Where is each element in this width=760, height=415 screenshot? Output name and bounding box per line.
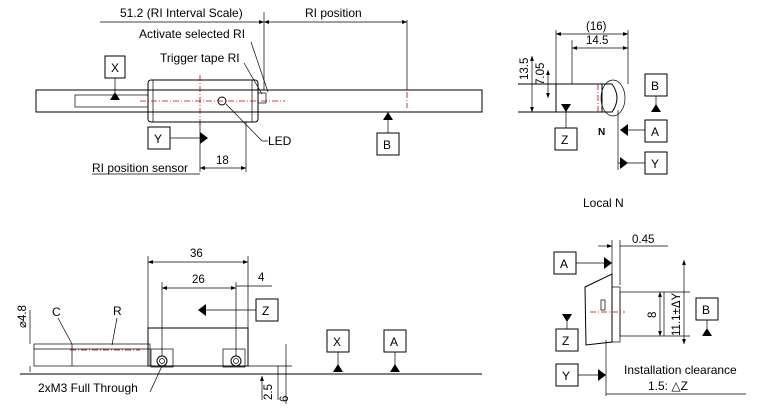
datum-b-side: B — [651, 79, 659, 93]
datum-x-front: X — [333, 335, 341, 349]
datum-b-top: B — [383, 138, 391, 152]
n-label: N — [598, 127, 605, 138]
dim-18: 18 — [216, 155, 229, 167]
datum-z-detail: Z — [562, 334, 569, 348]
datum-b-detail: B — [702, 303, 710, 317]
detail-profile — [584, 273, 613, 346]
dim-8: 8 — [647, 312, 659, 318]
scale-label: 51.2 (RI Interval Scale) — [120, 6, 243, 20]
dim-36: 36 — [190, 248, 203, 260]
datum-x-top: X — [111, 61, 119, 75]
datum-a-side: A — [651, 125, 659, 139]
trigger-label: Trigger tape RI — [160, 51, 240, 65]
datum-y-detail: Y — [562, 369, 570, 383]
activate-label: Activate selected RI — [139, 27, 245, 41]
side-body — [555, 83, 603, 113]
scale-tape — [35, 89, 483, 113]
cable — [74, 94, 149, 108]
top-view: 51.2 (RI Interval Scale) RI position Act… — [35, 6, 483, 175]
side-view: (16) 14.5 13.5 7.05 B A Z Y N Local N — [518, 21, 668, 210]
dia-4-8: ⌀4.8 — [17, 305, 29, 328]
dim-11-1: 11.1±ΔY — [671, 292, 683, 336]
clearance-value: 1.5: △Z — [648, 379, 688, 393]
c-label: C — [52, 305, 61, 319]
dim-6: 6 — [279, 396, 291, 402]
ri-position-label: RI position — [305, 6, 362, 20]
dim-4: 4 — [258, 272, 265, 284]
dim-0-45: 0.45 — [632, 234, 654, 246]
dim-14-5: 14.5 — [586, 35, 608, 47]
detail-view: 0.45 8 11.1±ΔY A B Z Y Installation clea… — [553, 234, 746, 396]
screw-label: 2xM3 Full Through — [38, 381, 138, 395]
dim-13-5: 13.5 — [519, 58, 531, 80]
front-view: 36 26 4 ⌀4.8 C R Z X A 2.5 6 2 — [17, 248, 482, 404]
dim-7-05: 7.05 — [535, 63, 547, 85]
dim-16: (16) — [586, 21, 607, 33]
datum-y-side: Y — [651, 157, 659, 171]
local-n-caption: Local N — [583, 196, 624, 210]
dim-2-5: 2.5 — [263, 384, 275, 400]
front-body — [147, 327, 249, 367]
datum-z-side: Z — [561, 133, 568, 147]
dim-26: 26 — [192, 274, 205, 286]
datum-a-detail: A — [560, 257, 568, 271]
clearance-label: Installation clearance — [624, 363, 737, 377]
led-label: LED — [268, 134, 292, 148]
datum-a-front: A — [390, 335, 398, 349]
r-label: R — [113, 304, 122, 318]
datum-y-top: Y — [154, 132, 162, 146]
datum-z-front: Z — [262, 304, 269, 318]
sensor-label: RI position sensor — [92, 161, 188, 175]
